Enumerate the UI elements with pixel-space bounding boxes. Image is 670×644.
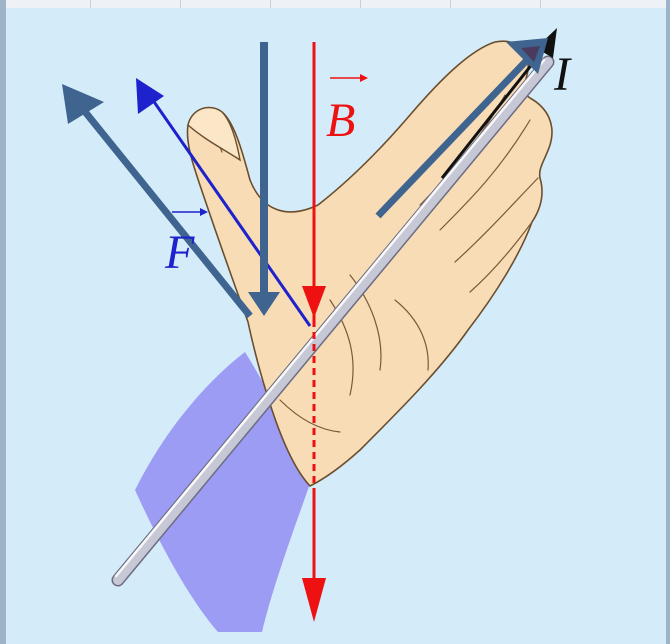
- force-label-text: F: [164, 226, 195, 279]
- field-label: B: [326, 74, 368, 147]
- thick-force-arrowhead: [62, 84, 104, 124]
- current-label-text: I: [553, 48, 572, 101]
- field-arrowhead-lower: [302, 578, 326, 622]
- field-label-text: B: [326, 94, 355, 147]
